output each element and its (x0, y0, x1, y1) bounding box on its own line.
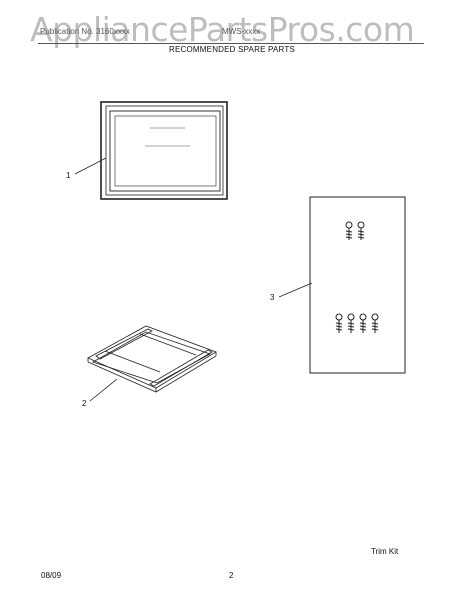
model-number: MWS-xxxx (222, 27, 261, 36)
callout-2: 2 (82, 399, 87, 408)
screw-icon (335, 313, 343, 333)
screw-icon (357, 221, 365, 240)
publication-number: Publication No. 3160xxxx (40, 27, 130, 36)
callout-3: 3 (270, 293, 275, 302)
screw-icon (371, 313, 379, 333)
leader-line-1 (74, 157, 107, 175)
screw-icon (347, 313, 355, 333)
callout-1: 1 (66, 171, 71, 180)
page-title: RECOMMENDED SPARE PARTS (169, 45, 295, 54)
screw-icon (359, 313, 367, 333)
watermark-text: AppliancePartsPros.com (30, 10, 415, 49)
part-3-screw-card (309, 196, 406, 374)
part-2-tray (87, 325, 217, 393)
leader-line-2 (89, 378, 118, 402)
header-divider (38, 43, 424, 44)
part-1-trim-frame (100, 101, 228, 200)
kit-caption: Trim Kit (371, 547, 399, 556)
page-number: 2 (229, 571, 234, 580)
screw-icon (345, 221, 353, 240)
leader-line-3 (278, 282, 313, 298)
footer-date: 08/09 (41, 571, 62, 580)
